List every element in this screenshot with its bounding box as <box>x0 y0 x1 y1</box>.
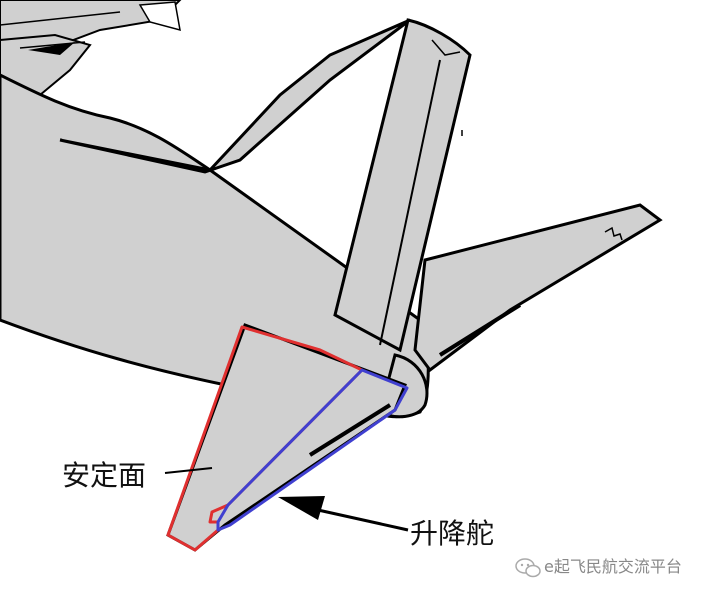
wing-root-fairing <box>59 18 411 174</box>
wing-fragment <box>0 0 182 97</box>
stabilizer-leader <box>164 467 213 474</box>
right-horizontal-stabilizer <box>413 203 663 373</box>
stabilizer-label: 安定面 <box>62 459 146 492</box>
wechat-icon <box>515 558 541 578</box>
elevator-arrow <box>278 496 409 532</box>
vertical-fin <box>333 18 472 353</box>
watermark-text: e起飞民航交流平台 <box>544 557 682 576</box>
stabilizer-highlight <box>166 325 364 552</box>
watermark: e起飞民航交流平台 <box>515 557 682 578</box>
elevator-highlight <box>216 368 409 532</box>
elevator-label: 升降舵 <box>410 517 494 550</box>
